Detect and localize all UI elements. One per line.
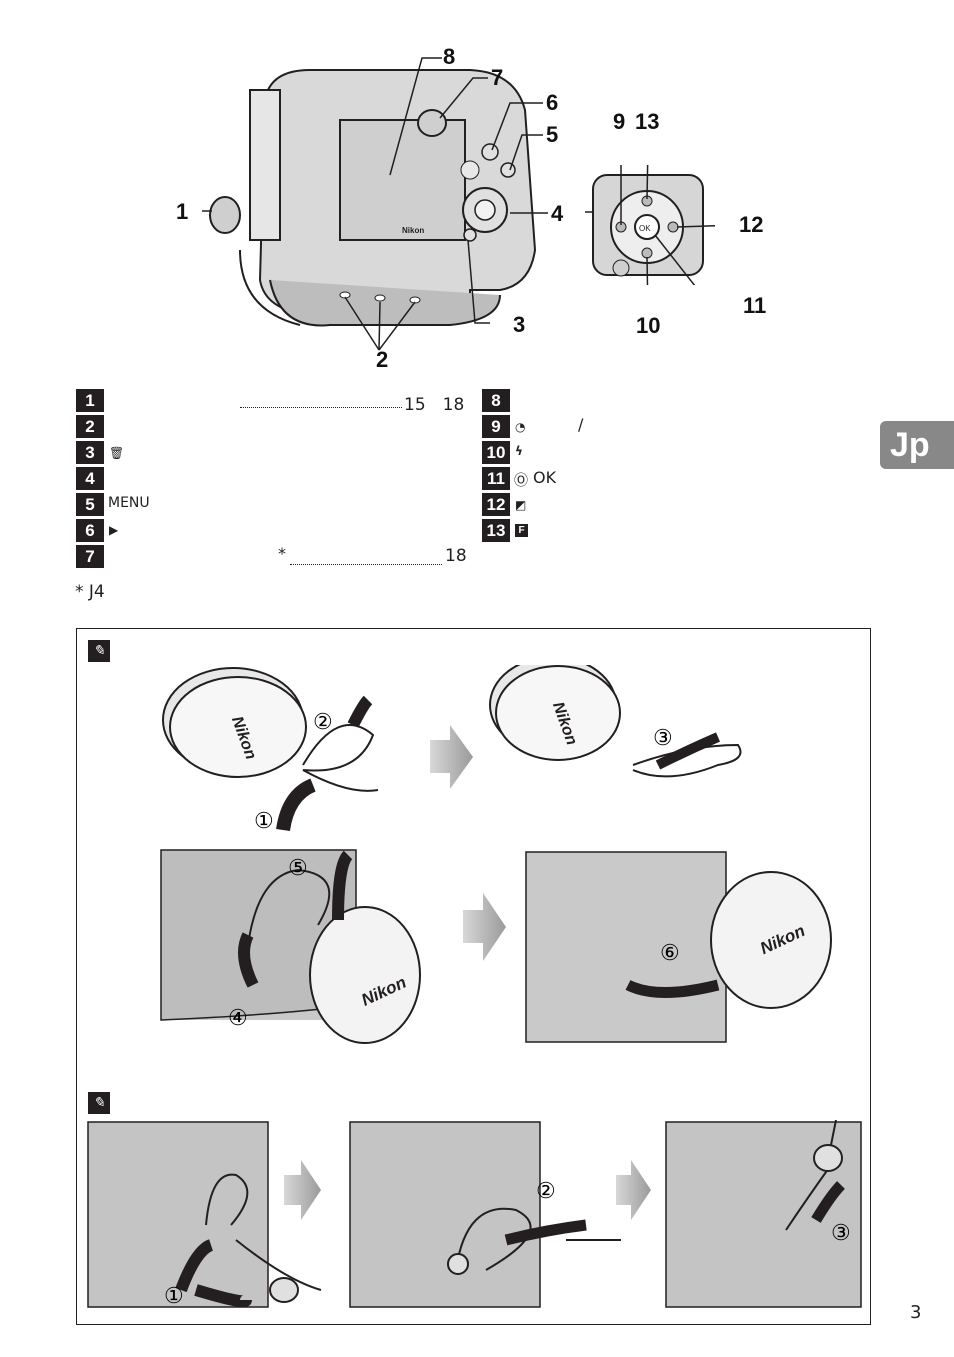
svg-text:OK: OK <box>639 224 651 233</box>
ok-label: OK <box>533 468 557 487</box>
callout-6: 6 <box>546 90 559 115</box>
flash-icon: ϟ <box>515 444 523 458</box>
language-tab: Jp <box>880 421 954 469</box>
ok-button-icon: Ⓞ <box>514 473 528 489</box>
strap-steps-illustration: ① ② ③ <box>87 1120 862 1308</box>
step-1: ① <box>254 808 274 833</box>
strap-step-1: ① <box>164 1283 184 1308</box>
callout-12: 12 <box>739 212 764 237</box>
menu-label: MENU <box>108 495 150 511</box>
multi-selector-illustration: OK <box>585 165 715 285</box>
step-5: ⑤ <box>288 855 308 880</box>
page-number: 3 <box>910 1302 922 1323</box>
item-number-5: 5 <box>76 493 104 516</box>
item-number-4: 4 <box>76 467 104 490</box>
footnote: * J4 <box>75 582 105 602</box>
callout-5: 5 <box>546 122 559 147</box>
page-ref-7: 18 <box>445 546 467 566</box>
self-timer-icon: ◔ <box>515 420 526 434</box>
callout-7: 7 <box>491 65 504 90</box>
exposure-compensation-icon: ◩ <box>515 498 527 512</box>
leader-dots <box>240 406 402 408</box>
asterisk-mark: * <box>278 544 286 563</box>
callout-2: 2 <box>376 347 389 372</box>
instruction-box: ✎ ✎ <box>76 628 871 1325</box>
leader-dots <box>290 563 442 565</box>
callout-13: 13 <box>635 109 660 134</box>
item-number-7: 7 <box>76 545 104 568</box>
step-6: ⑥ <box>660 940 680 965</box>
item-number-6: 6 <box>76 519 104 542</box>
pencil-note-icon: ✎ <box>88 1092 110 1114</box>
item-number-12: 12 <box>482 493 510 516</box>
item-number-13: 13 <box>482 519 510 542</box>
delete-icon: 🗑 <box>109 446 125 460</box>
playback-icon: ▶ <box>109 523 119 537</box>
camera-brand-label: Nikon <box>402 226 424 235</box>
item-number-8: 8 <box>482 389 510 412</box>
callout-4: 4 <box>551 201 564 226</box>
function-icon: F <box>515 524 528 537</box>
strap-step-2: ② <box>536 1178 556 1203</box>
step-3: ③ <box>653 725 673 750</box>
callout-1: 1 <box>176 199 189 224</box>
callout-3: 3 <box>513 312 526 337</box>
callout-9: 9 <box>613 109 626 134</box>
page-ref-1: 15 18 <box>404 395 465 415</box>
step-4: ④ <box>228 1005 248 1030</box>
pencil-note-icon: ✎ <box>88 640 110 662</box>
callout-8: 8 <box>443 44 456 69</box>
step-2: ② <box>313 709 333 734</box>
item-number-10: 10 <box>482 441 510 464</box>
callout-10: 10 <box>636 313 661 338</box>
callout-11: 11 <box>743 293 767 318</box>
item-number-1: 1 <box>76 389 104 412</box>
lens-cap-steps-illustration: Nikon ① ② Nikon ③ Nikon ④ ⑤ Nikon ⑥ <box>160 665 832 1044</box>
strap-step-3: ③ <box>831 1220 851 1245</box>
item-number-11: 11 <box>482 467 510 490</box>
camera-back-illustration: Nikon <box>202 57 548 351</box>
item-number-3: 3 <box>76 441 104 464</box>
item-number-9: 9 <box>482 415 510 438</box>
slash-separator: / <box>578 415 584 434</box>
item-number-2: 2 <box>76 415 104 438</box>
